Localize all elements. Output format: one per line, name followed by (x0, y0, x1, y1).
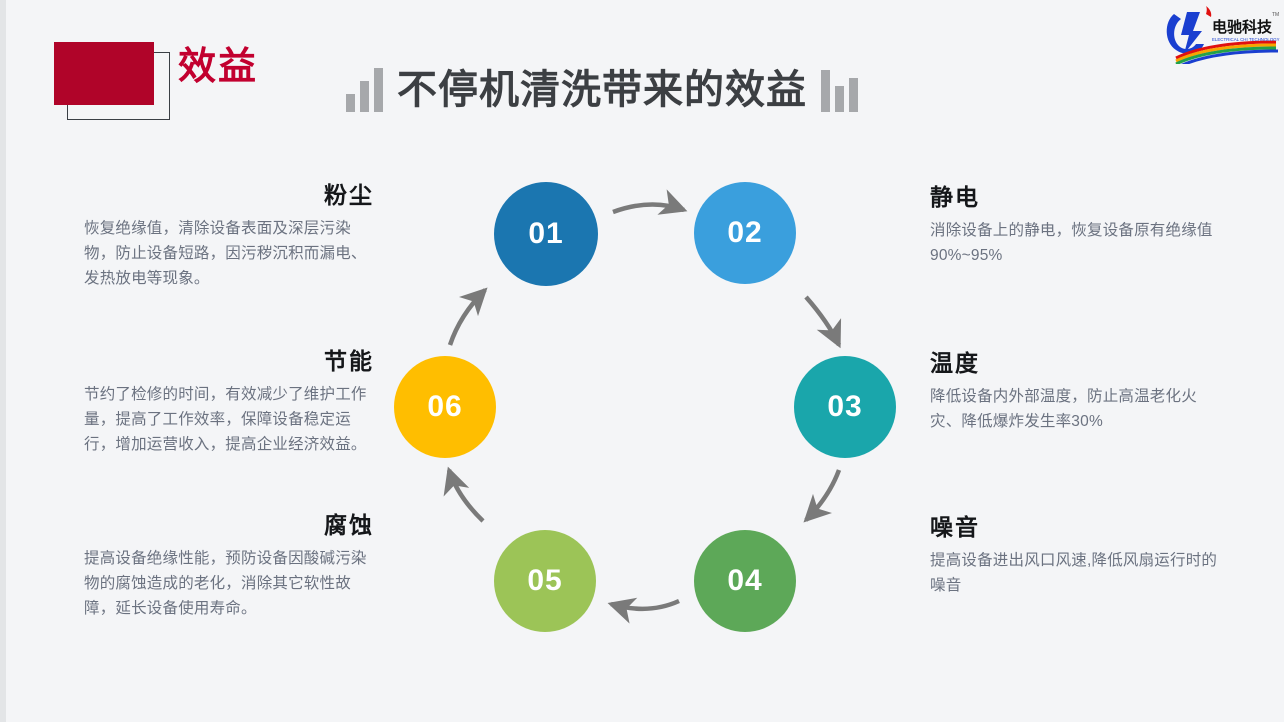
step-circle-06[interactable]: 06 (394, 356, 496, 458)
title-row: 不停机清洗带来的效益 (346, 68, 858, 112)
arrow-05-to-06 (443, 466, 485, 523)
benefit-body-energy: 节约了检修的时间，有效减少了维护工作量，提高了工作效率，保障设备稳定运行，增加运… (84, 385, 367, 453)
company-logo: 电驰科技 ELECTRICAL CHI TECHNOLOGY TM (1156, 2, 1284, 69)
logo-graphic: 电驰科技 ELECTRICAL CHI TECHNOLOGY TM (1166, 6, 1280, 69)
benefit-block-static: 静电 消除设备上的静电，恢复设备原有绝缘值90%~95% (930, 184, 1220, 268)
benefit-block-noise: 噪音 提高设备进出风口风速,降低风扇运行时的噪音 (930, 514, 1220, 598)
badge-fill-shape (54, 42, 154, 105)
section-badge (54, 42, 174, 122)
benefit-title-corrosion: 腐蚀 (324, 512, 374, 538)
left-edge-strip (0, 0, 6, 722)
benefit-body-corrosion: 提高设备绝缘性能，预防设备因酸碱污染物的腐蚀造成的老化，消除其它软性故障，延长设… (84, 549, 367, 617)
logo-spark-icon (1206, 6, 1212, 17)
benefit-title-static: 静电 (930, 184, 980, 210)
benefit-body-static: 消除设备上的静电，恢复设备原有绝缘值90%~95% (930, 221, 1213, 264)
step-circle-04[interactable]: 04 (694, 530, 796, 632)
arrow-04-to-05 (607, 597, 680, 624)
logo-brand-en: ELECTRICAL CHI TECHNOLOGY (1212, 37, 1280, 42)
logo-brand-cn: 电驰科技 (1212, 18, 1273, 36)
benefit-title-noise: 噪音 (930, 514, 980, 540)
logo-trademark: TM (1272, 12, 1279, 18)
arrow-03-to-04 (803, 469, 842, 523)
page-title: 不停机清洗带来的效益 (397, 68, 807, 112)
benefit-block-temperature: 温度 降低设备内外部温度，防止高温老化火灾、降低爆炸发生率30% (930, 350, 1220, 434)
benefit-block-energy: 节能 节约了检修的时间，有效减少了维护工作量，提高了工作效率，保障设备稳定运行，… (84, 348, 374, 457)
benefit-block-corrosion: 腐蚀 提高设备绝缘性能，预防设备因酸碱污染物的腐蚀造成的老化，消除其它软性故障，… (84, 512, 374, 621)
benefit-body-temperature: 降低设备内外部温度，防止高温老化火灾、降低爆炸发生率30% (930, 387, 1197, 430)
slide-canvas: 效益 不停机清洗带来的效益 电驰科技 ELECTRICAL CHI TECHNO… (6, 0, 1284, 722)
logo-swoosh-icon (1175, 40, 1279, 69)
step-circle-05[interactable]: 05 (494, 530, 596, 632)
section-label: 效益 (178, 46, 259, 88)
benefit-title-dust: 粉尘 (324, 182, 374, 208)
logo-d-icon (1166, 14, 1204, 54)
arrow-01-to-02 (612, 189, 688, 215)
step-circle-02[interactable]: 02 (694, 182, 796, 284)
benefit-body-noise: 提高设备进出风口风速,降低风扇运行时的噪音 (930, 551, 1218, 594)
benefit-title-energy: 节能 (324, 348, 374, 374)
step-circle-01[interactable]: 01 (494, 182, 598, 286)
step-circle-03[interactable]: 03 (794, 356, 896, 458)
bar-chart-icon-left (346, 68, 383, 112)
arrow-02-to-03 (804, 295, 842, 349)
arrow-06-to-01 (447, 287, 488, 346)
benefit-title-temperature: 温度 (930, 350, 980, 376)
bar-chart-icon-right (821, 68, 858, 112)
logo-bolt-stem-icon (1181, 12, 1202, 54)
benefit-block-dust: 粉尘 恢复绝缘值，清除设备表面及深层污染物，防止设备短路，因污秽沉积而漏电、发热… (84, 182, 374, 291)
benefit-body-dust: 恢复绝缘值，清除设备表面及深层污染物，防止设备短路，因污秽沉积而漏电、发热放电等… (84, 219, 367, 287)
